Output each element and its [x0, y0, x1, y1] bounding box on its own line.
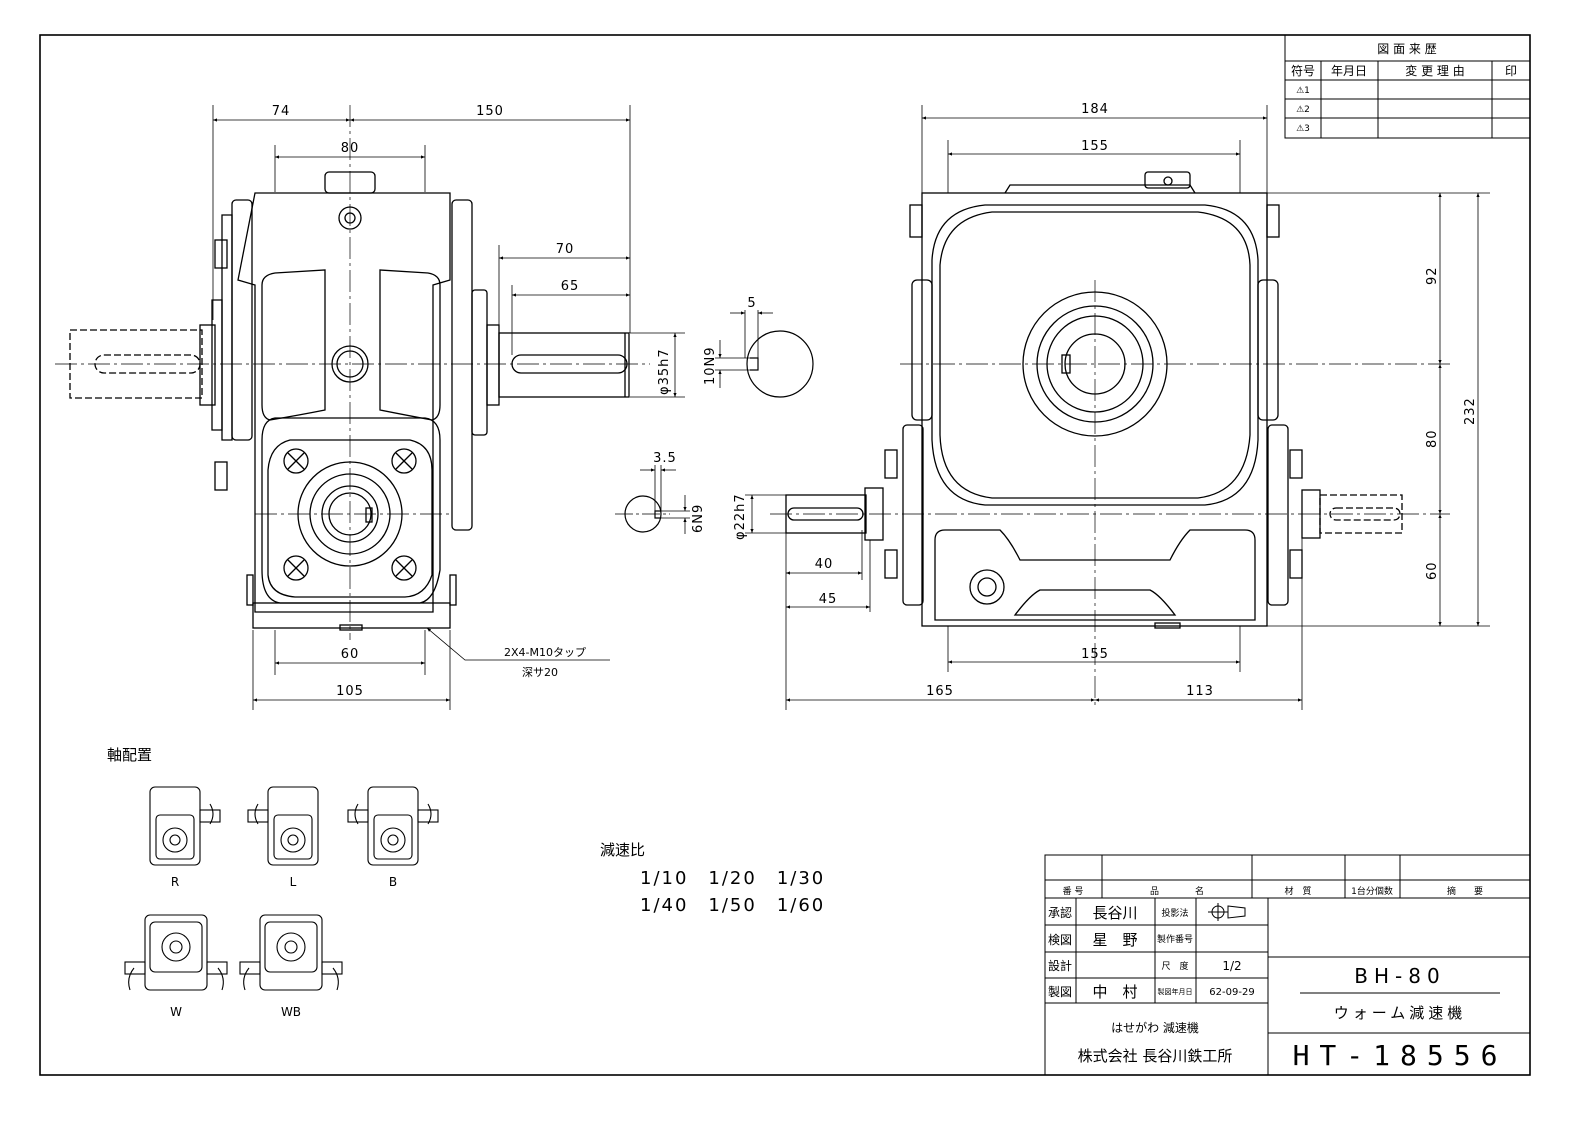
dim-155-bottom: 155: [1081, 647, 1109, 662]
dim-232: 232: [1463, 397, 1478, 425]
side-view: [785, 171, 1403, 629]
tb-brand: はせがわ 減速機: [1111, 1020, 1199, 1035]
revision-row-3: ⚠3: [1296, 124, 1310, 134]
side-centerlines: [770, 280, 1450, 705]
tb-header-number: 番 号: [1063, 885, 1084, 897]
tb-projection-label: 投影法: [1161, 907, 1188, 919]
dim-105: 105: [336, 684, 364, 699]
axis-label-r: R: [171, 875, 179, 889]
ratio-line-2: 1/40 1/50 1/60: [640, 895, 825, 916]
dim-74: 74: [272, 104, 291, 119]
dim-shaft-35: φ35h7: [657, 348, 672, 395]
tb-header-name: 品 名: [1150, 885, 1204, 897]
key-width-3-5: 3.5: [653, 451, 677, 466]
key-width-5: 5: [747, 296, 756, 311]
sheet-border: [39, 34, 1531, 1076]
dim-60-front: 60: [341, 647, 360, 662]
tb-scale-value: 1/2: [1222, 959, 1241, 973]
tb-model: BH-80: [1354, 964, 1445, 988]
axis-arrangement-title: 軸配置: [107, 746, 152, 764]
tb-header-qty: 1台分個数: [1351, 885, 1393, 897]
key-section-small-dims: [615, 465, 690, 534]
tb-date-label: 製図年月日: [1158, 987, 1193, 996]
key-fit-6n9: 6N9: [691, 504, 706, 533]
revision-header-symbol: 符号: [1291, 63, 1315, 78]
axis-icon-w: [124, 914, 228, 991]
dim-60-side: 60: [1425, 561, 1440, 580]
revision-header-date: 年月日: [1331, 64, 1367, 78]
tb-header-material: 材 質: [1284, 885, 1311, 897]
side-dimensions: [745, 105, 1490, 710]
tap-note-size: 2X4-M10タップ: [504, 646, 586, 659]
axis-icon-r: [149, 786, 221, 866]
dim-40: 40: [815, 557, 834, 572]
tb-draw-label: 製図: [1048, 985, 1072, 999]
axis-icon-l: [247, 786, 319, 866]
axis-label-w: W: [170, 1005, 182, 1019]
axis-label-b: B: [389, 875, 397, 889]
front-centerlines: [55, 105, 650, 640]
axis-icon-wb: [239, 914, 343, 991]
revision-title: 図 面 来 歴: [1377, 42, 1436, 56]
key-section-large-dims: [715, 310, 773, 388]
dim-65: 65: [561, 279, 580, 294]
ratio-line-1: 1/10 1/20 1/30: [640, 868, 825, 889]
dim-184: 184: [1081, 102, 1109, 117]
tb-drawing-no-label: 製作番号: [1157, 933, 1193, 945]
revision-row-1: ⚠1: [1296, 86, 1310, 96]
tb-product: ウォーム減速機: [1334, 1004, 1467, 1022]
revision-header-seal: 印: [1505, 64, 1517, 78]
dim-45: 45: [819, 592, 838, 607]
tb-check-name: 星 野: [1092, 931, 1137, 949]
dim-70: 70: [556, 242, 575, 257]
revision-table: [1284, 34, 1531, 139]
title-block: [1044, 854, 1531, 1076]
axis-label-l: L: [290, 875, 297, 889]
tb-scale-label: 尺 度: [1161, 960, 1188, 972]
tb-date-value: 62-09-29: [1209, 987, 1254, 998]
revision-row-2: ⚠2: [1296, 105, 1310, 115]
ratio-title: 減速比: [600, 841, 645, 859]
front-dimensions: [212, 105, 685, 710]
dim-80-front: 80: [341, 141, 360, 156]
dim-113: 113: [1186, 684, 1214, 699]
key-section-large: [746, 330, 814, 398]
dim-155-top: 155: [1081, 139, 1109, 154]
axis-label-wb: WB: [281, 1005, 301, 1019]
dim-80-side: 80: [1425, 429, 1440, 448]
key-fit-10n9: 10N9: [703, 346, 718, 385]
tb-header-remarks: 摘 要: [1447, 885, 1483, 897]
tb-approve-label: 承認: [1048, 905, 1072, 920]
revision-header-reason: 変 更 理 由: [1405, 63, 1464, 78]
tb-design-label: 設計: [1048, 958, 1072, 973]
axis-icon-b: [347, 786, 439, 866]
tb-approve-name: 長谷川: [1092, 904, 1137, 922]
dim-165: 165: [926, 684, 954, 699]
front-view: [69, 171, 630, 631]
tb-company: 株式会社 長谷川鉄工所: [1078, 1047, 1233, 1065]
dim-shaft-22: φ22h7: [733, 493, 748, 540]
tap-note-depth: 深サ20: [522, 666, 558, 679]
tb-draw-name: 中 村: [1092, 983, 1137, 1001]
tb-drawing-number: HT-18556: [1293, 1039, 1508, 1072]
dim-150: 150: [476, 104, 504, 119]
tb-check-label: 検図: [1048, 933, 1072, 947]
dim-92: 92: [1425, 266, 1440, 285]
